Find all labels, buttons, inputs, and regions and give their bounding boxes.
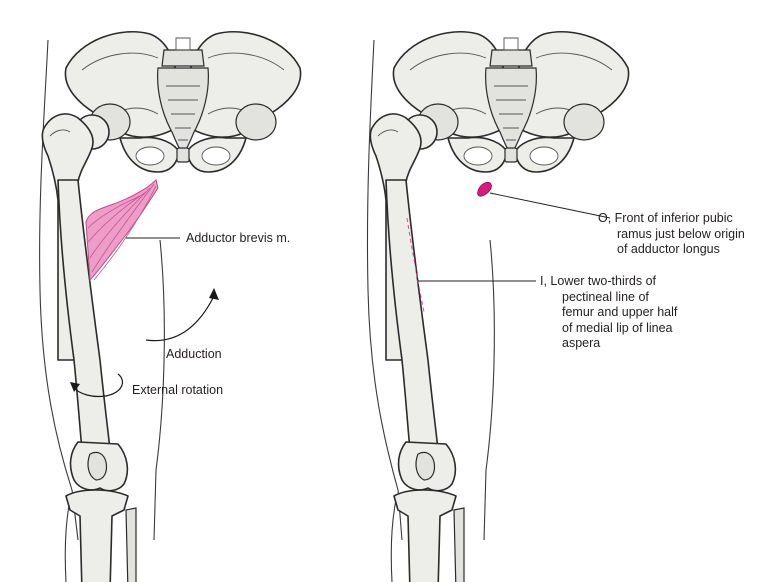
femur: [369, 113, 465, 582]
origin-label-line: of adductor longus: [617, 242, 720, 256]
muscle-name-label: Adductor brevis m.: [186, 231, 291, 245]
origin-label: O, Front of inferior pubic ramus just be…: [598, 211, 745, 258]
adduction-label: Adduction: [166, 347, 222, 361]
adduction-arrow: [145, 295, 215, 342]
left-figure: [39, 30, 302, 582]
external-rotation-arrow: [73, 373, 124, 398]
origin-attachment-mark: [477, 182, 492, 197]
insertion-label: I, Lower two-thirds of pectineal line of…: [540, 274, 677, 352]
pelvis: [64, 30, 302, 173]
insertion-label-line: of medial lip of linea: [562, 320, 673, 335]
insertion-label-line: aspera: [562, 336, 601, 350]
insertion-dashed-line: [406, 217, 425, 313]
femur: [41, 113, 137, 582]
left-thigh-outline-inner: [153, 239, 165, 541]
insertion-label-line: femur and upper half: [562, 305, 678, 319]
origin-label-line: ramus just below origin: [617, 226, 745, 241]
origin-leader-line: [489, 192, 611, 219]
pelvis: [392, 30, 630, 173]
external-rotation-label: External rotation: [132, 383, 224, 397]
adductor-brevis-muscle: [85, 179, 159, 282]
insertion-label-line: I, Lower two-thirds of: [540, 274, 657, 288]
right-figure: [366, 30, 630, 582]
origin-label-line: O, Front of inferior pubic: [598, 211, 733, 225]
left-thigh-outline-outer: [39, 39, 79, 541]
insertion-label-line: pectineal line of: [562, 289, 649, 304]
